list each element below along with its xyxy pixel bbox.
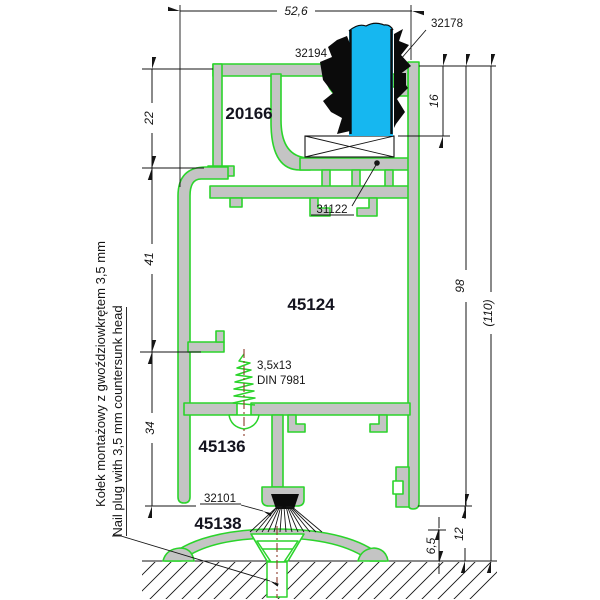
top-profile-left-wall	[212, 63, 223, 175]
bottom-profile-stem	[271, 414, 284, 488]
part-label-threshold-profile: 45138	[194, 514, 241, 533]
dimension-text-patches	[141, 3, 495, 548]
part-label-gasket-right: 32178	[431, 18, 463, 30]
screw-size-label: 3,5x13	[257, 360, 292, 372]
note-polish: Kołek montażowy z gwoździowkrętem 3,5 mm	[93, 241, 108, 507]
part-label-bottom-profile: 45136	[198, 437, 245, 456]
tapping-screw-thread	[232, 353, 256, 406]
frame-upper-divider	[209, 185, 411, 199]
brush-seal-shape	[249, 494, 323, 533]
dim-overall-height: (110)	[481, 299, 495, 326]
dim-bottom: 34	[143, 421, 157, 435]
part-label-brush-seal: 32101	[204, 493, 236, 505]
part-label-support: 31122	[316, 204, 347, 216]
frame-lower-divider	[250, 402, 411, 416]
part-label-gasket-left: 32194	[295, 48, 328, 60]
note-english: Nail plug with 3,5 mm countersunk head	[110, 305, 125, 536]
setting-block	[304, 135, 395, 158]
frame-right-wall	[407, 61, 420, 510]
part-label-main-profile: 45124	[287, 295, 335, 314]
dim-glazing: 16	[427, 94, 441, 108]
gasket-right-nub	[399, 73, 406, 88]
gasket-left-shape	[320, 36, 350, 134]
gasket-right-shape	[394, 29, 411, 128]
glass-break-line	[348, 22, 394, 32]
dim-overall-width: 52,6	[284, 4, 308, 18]
dim-top: 22	[142, 111, 156, 126]
dim-seal: 6,5	[424, 537, 438, 554]
frame-lower-divider	[183, 402, 238, 416]
dim-frame-height: 98	[453, 279, 467, 293]
frame-step-stub	[215, 330, 225, 343]
upper-hook	[309, 197, 331, 217]
lower-hook	[287, 414, 306, 433]
screw-standard-label: DIN 7981	[257, 375, 306, 387]
threshold-foot-right	[357, 547, 389, 562]
leader-lines	[112, 29, 427, 581]
glass-pane	[348, 22, 394, 136]
dim-threshold: 12	[452, 527, 466, 541]
dim-middle: 41	[142, 252, 156, 265]
upper-hook	[356, 197, 378, 217]
frame-step-tab	[187, 341, 225, 353]
divider-stub	[229, 197, 243, 208]
lower-hook	[369, 414, 388, 433]
support-leader-dot	[374, 160, 380, 166]
part-label-top-profile: 20166	[225, 104, 272, 123]
screw-channel-slot	[392, 480, 404, 495]
glazing-floor	[299, 157, 411, 171]
